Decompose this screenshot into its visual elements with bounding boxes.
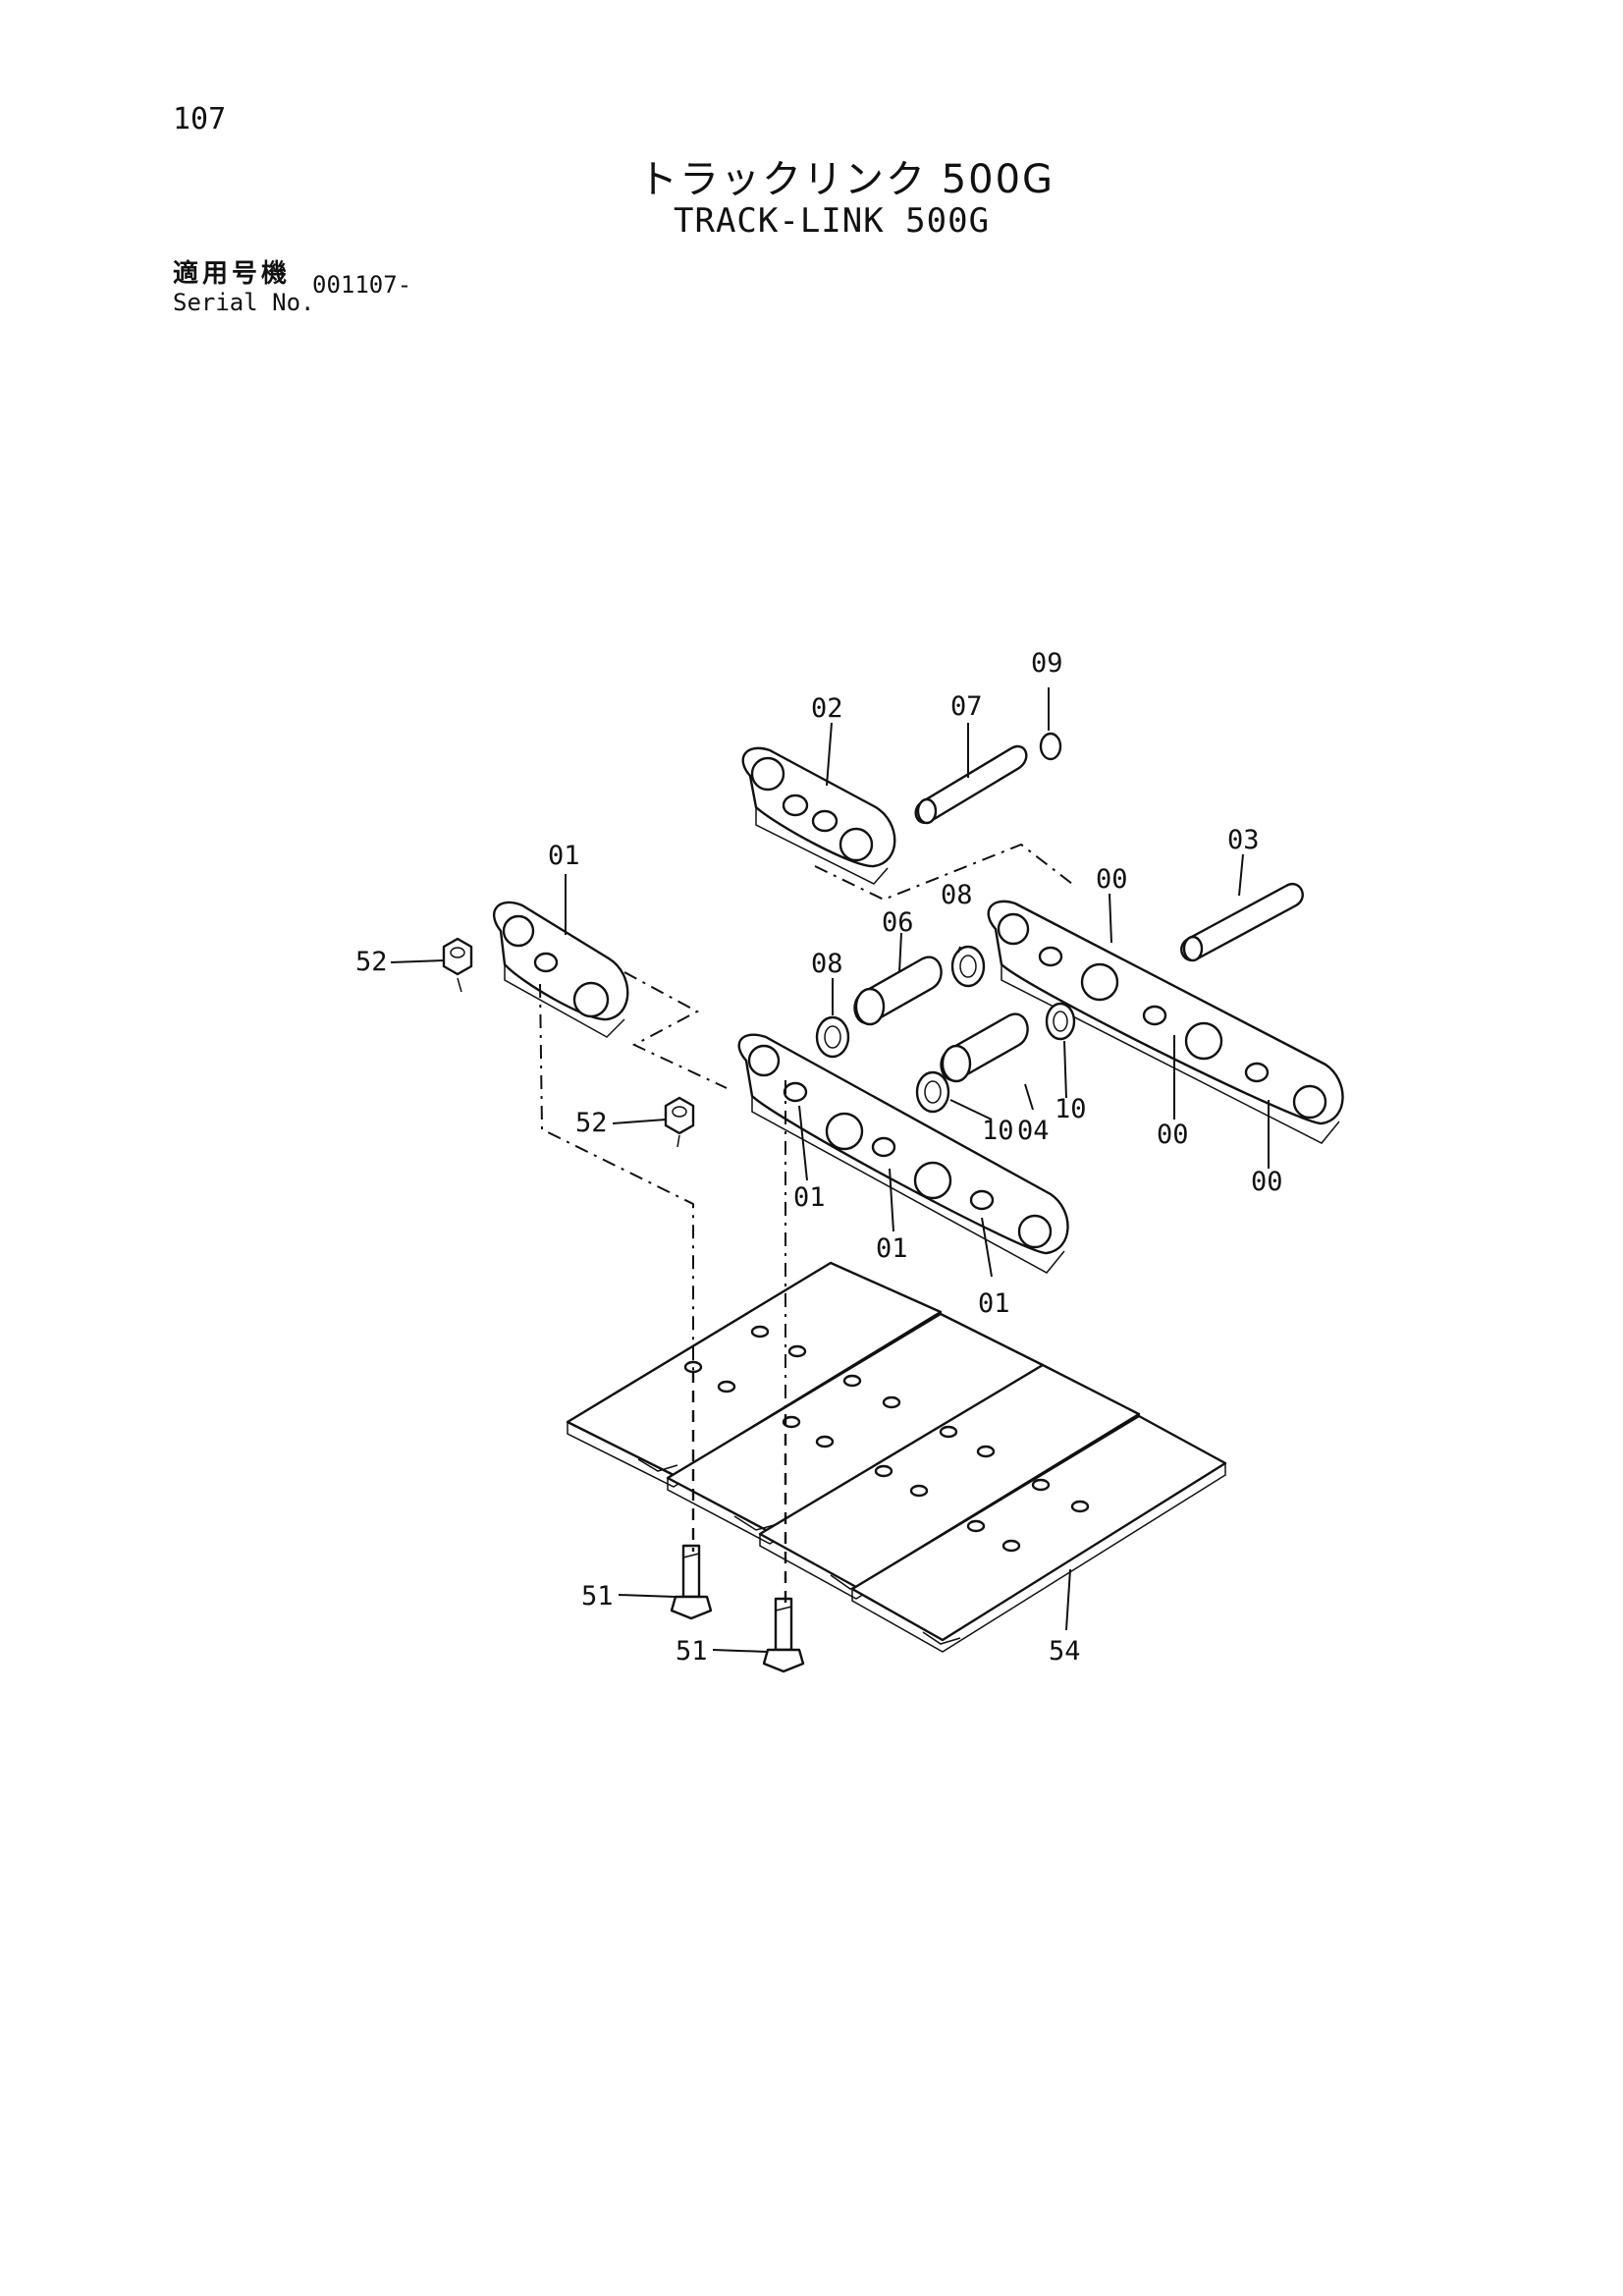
callout-10-left: 10 bbox=[982, 1116, 1014, 1146]
callout-labels: 02 07 09 03 00 01 08 06 08 52 52 01 01 0… bbox=[355, 648, 1283, 1667]
callout-01-top: 01 bbox=[548, 841, 580, 871]
track-link-chain-01 bbox=[737, 1033, 1069, 1274]
callout-51-right: 51 bbox=[676, 1636, 708, 1667]
serial-label-english: Serial No. bbox=[173, 289, 315, 316]
callout-00-mid: 00 bbox=[1157, 1120, 1189, 1150]
callout-52-lower: 52 bbox=[575, 1108, 608, 1138]
bolt-51-left bbox=[670, 1544, 713, 1620]
callout-02: 02 bbox=[811, 693, 843, 724]
title-english: TRACK-LINK 500G bbox=[674, 201, 991, 241]
leader-lines bbox=[390, 687, 1270, 1653]
seal-10-left bbox=[915, 1070, 950, 1114]
seal-10-right bbox=[1045, 1002, 1076, 1041]
callout-08-right: 08 bbox=[941, 880, 973, 910]
nut-52-lower bbox=[664, 1096, 695, 1135]
track-link-01-separated bbox=[493, 901, 629, 1038]
callout-03: 03 bbox=[1227, 825, 1260, 855]
callout-01-c: 01 bbox=[978, 1288, 1010, 1319]
callout-06: 06 bbox=[882, 907, 914, 938]
pin-03 bbox=[1180, 883, 1304, 962]
callout-08-left: 08 bbox=[811, 949, 843, 979]
callout-00-top: 00 bbox=[1096, 864, 1128, 895]
callout-54: 54 bbox=[1049, 1636, 1081, 1667]
callout-01-a: 01 bbox=[793, 1182, 826, 1213]
serial-number-value: 001107- bbox=[312, 271, 412, 299]
assembly-lines bbox=[457, 843, 1073, 1607]
callout-52-upper: 52 bbox=[355, 947, 388, 977]
callout-01-b: 01 bbox=[876, 1233, 908, 1264]
snap-ring-09 bbox=[1039, 732, 1062, 761]
callout-00-right: 00 bbox=[1251, 1167, 1283, 1197]
bushing-04 bbox=[940, 1012, 1029, 1083]
callout-07: 07 bbox=[950, 691, 983, 722]
track-link-02 bbox=[741, 746, 896, 885]
track-link-chain-00 bbox=[987, 900, 1344, 1144]
bolt-51-right bbox=[762, 1597, 805, 1673]
nut-52-upper bbox=[442, 937, 473, 976]
track-shoe-group bbox=[566, 1261, 1227, 1653]
callout-09: 09 bbox=[1031, 648, 1063, 679]
bushing-06 bbox=[853, 956, 943, 1026]
page-number: 107 bbox=[173, 102, 227, 137]
pin-07 bbox=[914, 744, 1028, 825]
callout-10-right: 10 bbox=[1055, 1094, 1087, 1124]
seal-08-right bbox=[950, 945, 986, 988]
seal-08-left bbox=[815, 1015, 850, 1059]
serial-label-japanese: 適用号機 bbox=[173, 259, 292, 289]
callout-51-left: 51 bbox=[581, 1581, 614, 1612]
title-japanese: トラックリンク 500G bbox=[638, 157, 1055, 202]
callout-04: 04 bbox=[1017, 1116, 1050, 1146]
